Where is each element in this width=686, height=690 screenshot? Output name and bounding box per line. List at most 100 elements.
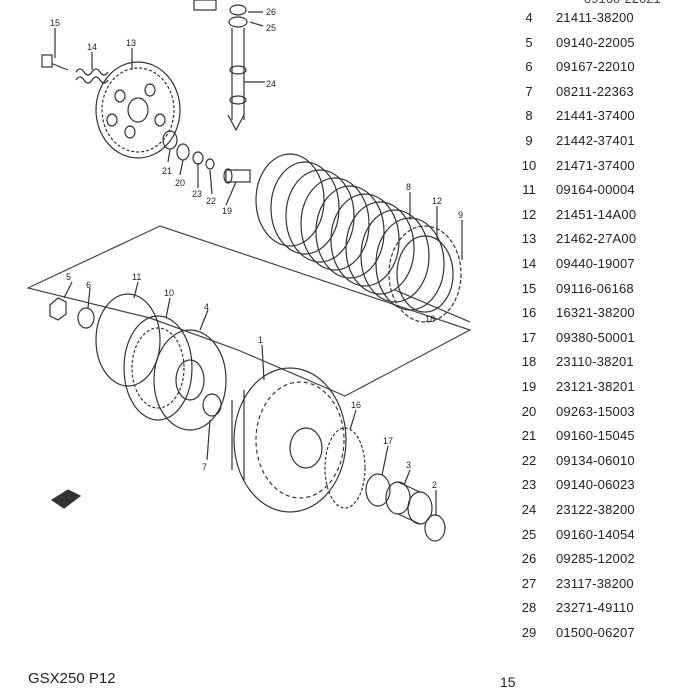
part-ref-number: 22	[521, 452, 537, 468]
callout-18: 18	[425, 314, 435, 324]
part-number: 08211-22363	[556, 83, 634, 99]
callout-8: 8	[406, 182, 411, 192]
circlip-17	[365, 473, 391, 507]
ring-11	[95, 293, 161, 387]
callout-13: 13	[126, 38, 136, 48]
part-row: 22 09134-06010	[490, 453, 686, 477]
part-number: 09440-19007	[556, 256, 635, 271]
part-ref-number: 5	[525, 34, 533, 50]
callout-24: 24	[266, 79, 276, 89]
part-number: 09380-50001	[556, 329, 635, 345]
part-row: 4 21411-38200	[490, 10, 686, 34]
clutch-hub-4	[153, 329, 227, 431]
release-shaft	[193, 0, 248, 132]
part-ref-number: 26	[521, 551, 537, 567]
part-ref-number: 9	[525, 133, 533, 148]
part-number: 09116-06168	[556, 280, 634, 296]
spacer-3	[385, 481, 433, 525]
part-row: 19 23121-38201	[490, 379, 686, 403]
part-row: 23 09140-06023	[490, 477, 686, 501]
bearing-20	[176, 143, 190, 161]
part-number: 16321-38200	[556, 305, 635, 321]
part-number: 23121-38201	[556, 379, 635, 394]
part-row: 18 23110-38201	[490, 354, 686, 378]
callout-26: 26	[266, 7, 276, 17]
washer-6	[77, 307, 95, 329]
part-row: 14 09440-19007	[490, 256, 686, 280]
washer-2	[424, 514, 446, 542]
model-label: GSX250 P12	[28, 670, 116, 687]
part-number: 21471-37400	[556, 157, 635, 173]
sleeve-hub-10	[123, 315, 193, 421]
part-ref-number: 29	[521, 625, 537, 640]
bolt-and-spring	[41, 54, 109, 84]
part-row: 8 21441-37400	[490, 108, 686, 132]
part-number: 23122-38200	[556, 502, 635, 517]
clutch-exploded-diagram: 15 14 13 26 25 24 21 20 23 22 19 8 12 9 …	[26, 0, 472, 542]
callout-15: 15	[50, 18, 60, 28]
part-number: 23117-38200	[556, 575, 634, 591]
part-number: 21462-27A00	[556, 231, 637, 247]
part-number: 09285-12002	[556, 551, 635, 567]
part-ref-number: 13	[521, 231, 537, 247]
part-ref-number: 11	[522, 182, 536, 198]
callout-1: 1	[258, 335, 263, 345]
callout-5: 5	[66, 272, 71, 282]
callout-20: 20	[175, 178, 185, 188]
clutch-plate-stack	[255, 153, 471, 323]
part-ref-number: 16	[521, 305, 537, 321]
callout-16: 16	[351, 400, 361, 410]
callout-11: 11	[132, 272, 141, 282]
part-ref-number: 28	[521, 600, 537, 616]
callout-4: 4	[204, 302, 209, 312]
washer-21	[162, 130, 178, 150]
part-ref-number: 27	[521, 575, 537, 591]
part-ref-number: 4	[525, 10, 533, 25]
part-ref-number: 18	[521, 354, 537, 370]
part-number: 21451-14A00	[556, 206, 637, 222]
part-ref-number: 15	[521, 280, 537, 296]
part-row: 16 16321-38200	[490, 305, 686, 329]
nut-22	[205, 158, 215, 170]
part-number: 21441-37400	[556, 108, 635, 124]
part-ref-number: 14	[521, 256, 537, 271]
part-ref-number: 25	[521, 526, 537, 542]
part-ref-number: 20	[521, 403, 537, 419]
part-row: 13 21462-27A00	[490, 231, 686, 255]
part-number: 21411-38200	[556, 10, 634, 25]
callout-14: 14	[87, 42, 97, 52]
part-ref-number: 17	[521, 329, 537, 345]
part-number: 23271-49110	[556, 600, 634, 616]
part-row: 27 23117-38200	[490, 576, 686, 600]
callout-23: 23	[192, 189, 202, 199]
clutch-housing-1	[231, 367, 347, 513]
callout-7: 7	[202, 462, 207, 472]
page-number: 15	[500, 674, 516, 690]
part-number: 09134-06010	[556, 452, 635, 468]
part-ref-number: 23	[521, 477, 537, 493]
part-number: 23110-38201	[556, 354, 634, 370]
part-ref-number: 8	[525, 108, 533, 124]
part-number: 09140-06023	[556, 477, 635, 493]
part-ref-number: 21	[521, 428, 537, 444]
callout-3: 3	[406, 460, 411, 470]
callout-6: 6	[86, 280, 91, 290]
callout-10: 10	[164, 288, 174, 298]
callout-19: 19	[222, 206, 232, 216]
part-number: 09167-22010	[556, 59, 635, 75]
part-ref-number: 19	[521, 379, 537, 394]
nut-5	[49, 297, 67, 321]
callout-12: 12	[432, 196, 442, 206]
washer-23	[192, 151, 204, 165]
part-row: 15 09116-06168	[490, 281, 686, 305]
parts-list: 09160-22021 421411-38200509140-220056091…	[490, 0, 686, 650]
